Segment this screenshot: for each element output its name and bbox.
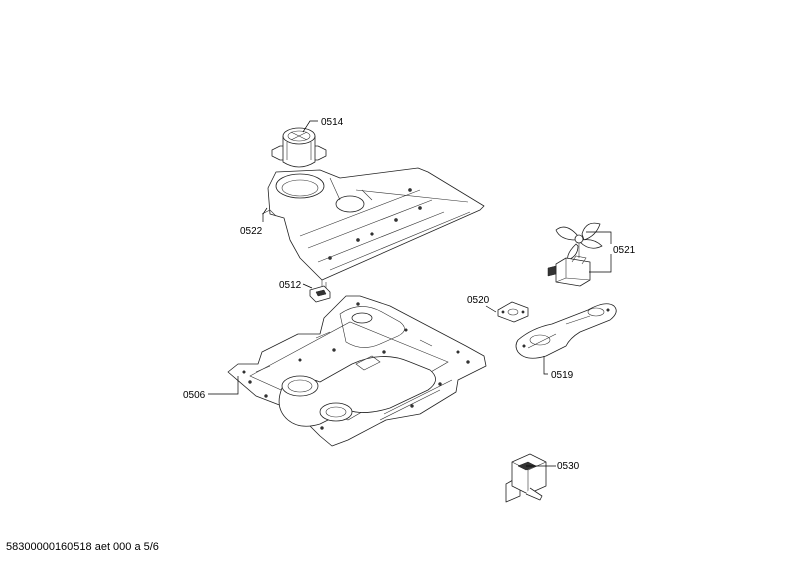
- part-0519-plate: [515, 303, 617, 359]
- document-reference: 58300000160518 aet 000 a 5/6: [6, 541, 159, 553]
- label-0522: 0522: [240, 226, 263, 237]
- part-0512-sensor: [309, 280, 331, 303]
- leader-0521b: [589, 254, 612, 273]
- leader-0514: [302, 120, 318, 133]
- leader-0521: [586, 231, 612, 244]
- label-0530: 0530: [557, 461, 580, 472]
- part-0521-fan-motor: [547, 222, 603, 287]
- label-0514: 0514: [321, 117, 344, 128]
- leader-0506: [208, 376, 239, 395]
- label-0519: 0519: [551, 370, 574, 381]
- part-0522-duct-cover: [261, 167, 485, 281]
- leader-0522: [262, 207, 268, 222]
- leader-0519: [543, 356, 548, 375]
- leader-0520: [485, 305, 497, 313]
- leader-0512: [302, 283, 313, 289]
- label-0512: 0512: [279, 280, 302, 291]
- label-0506: 0506: [183, 390, 206, 401]
- part-0530-component-box: [505, 453, 547, 503]
- part-0506-base-plate: [227, 295, 487, 447]
- part-0514-collar: [271, 127, 327, 168]
- part-labels: 0514 0522 0521 0512 0520 0506 0519 0530: [183, 117, 636, 472]
- leader-lines: [208, 120, 612, 467]
- label-0521: 0521: [613, 245, 636, 256]
- label-0520: 0520: [467, 295, 490, 306]
- part-0520-bracket: [497, 301, 529, 323]
